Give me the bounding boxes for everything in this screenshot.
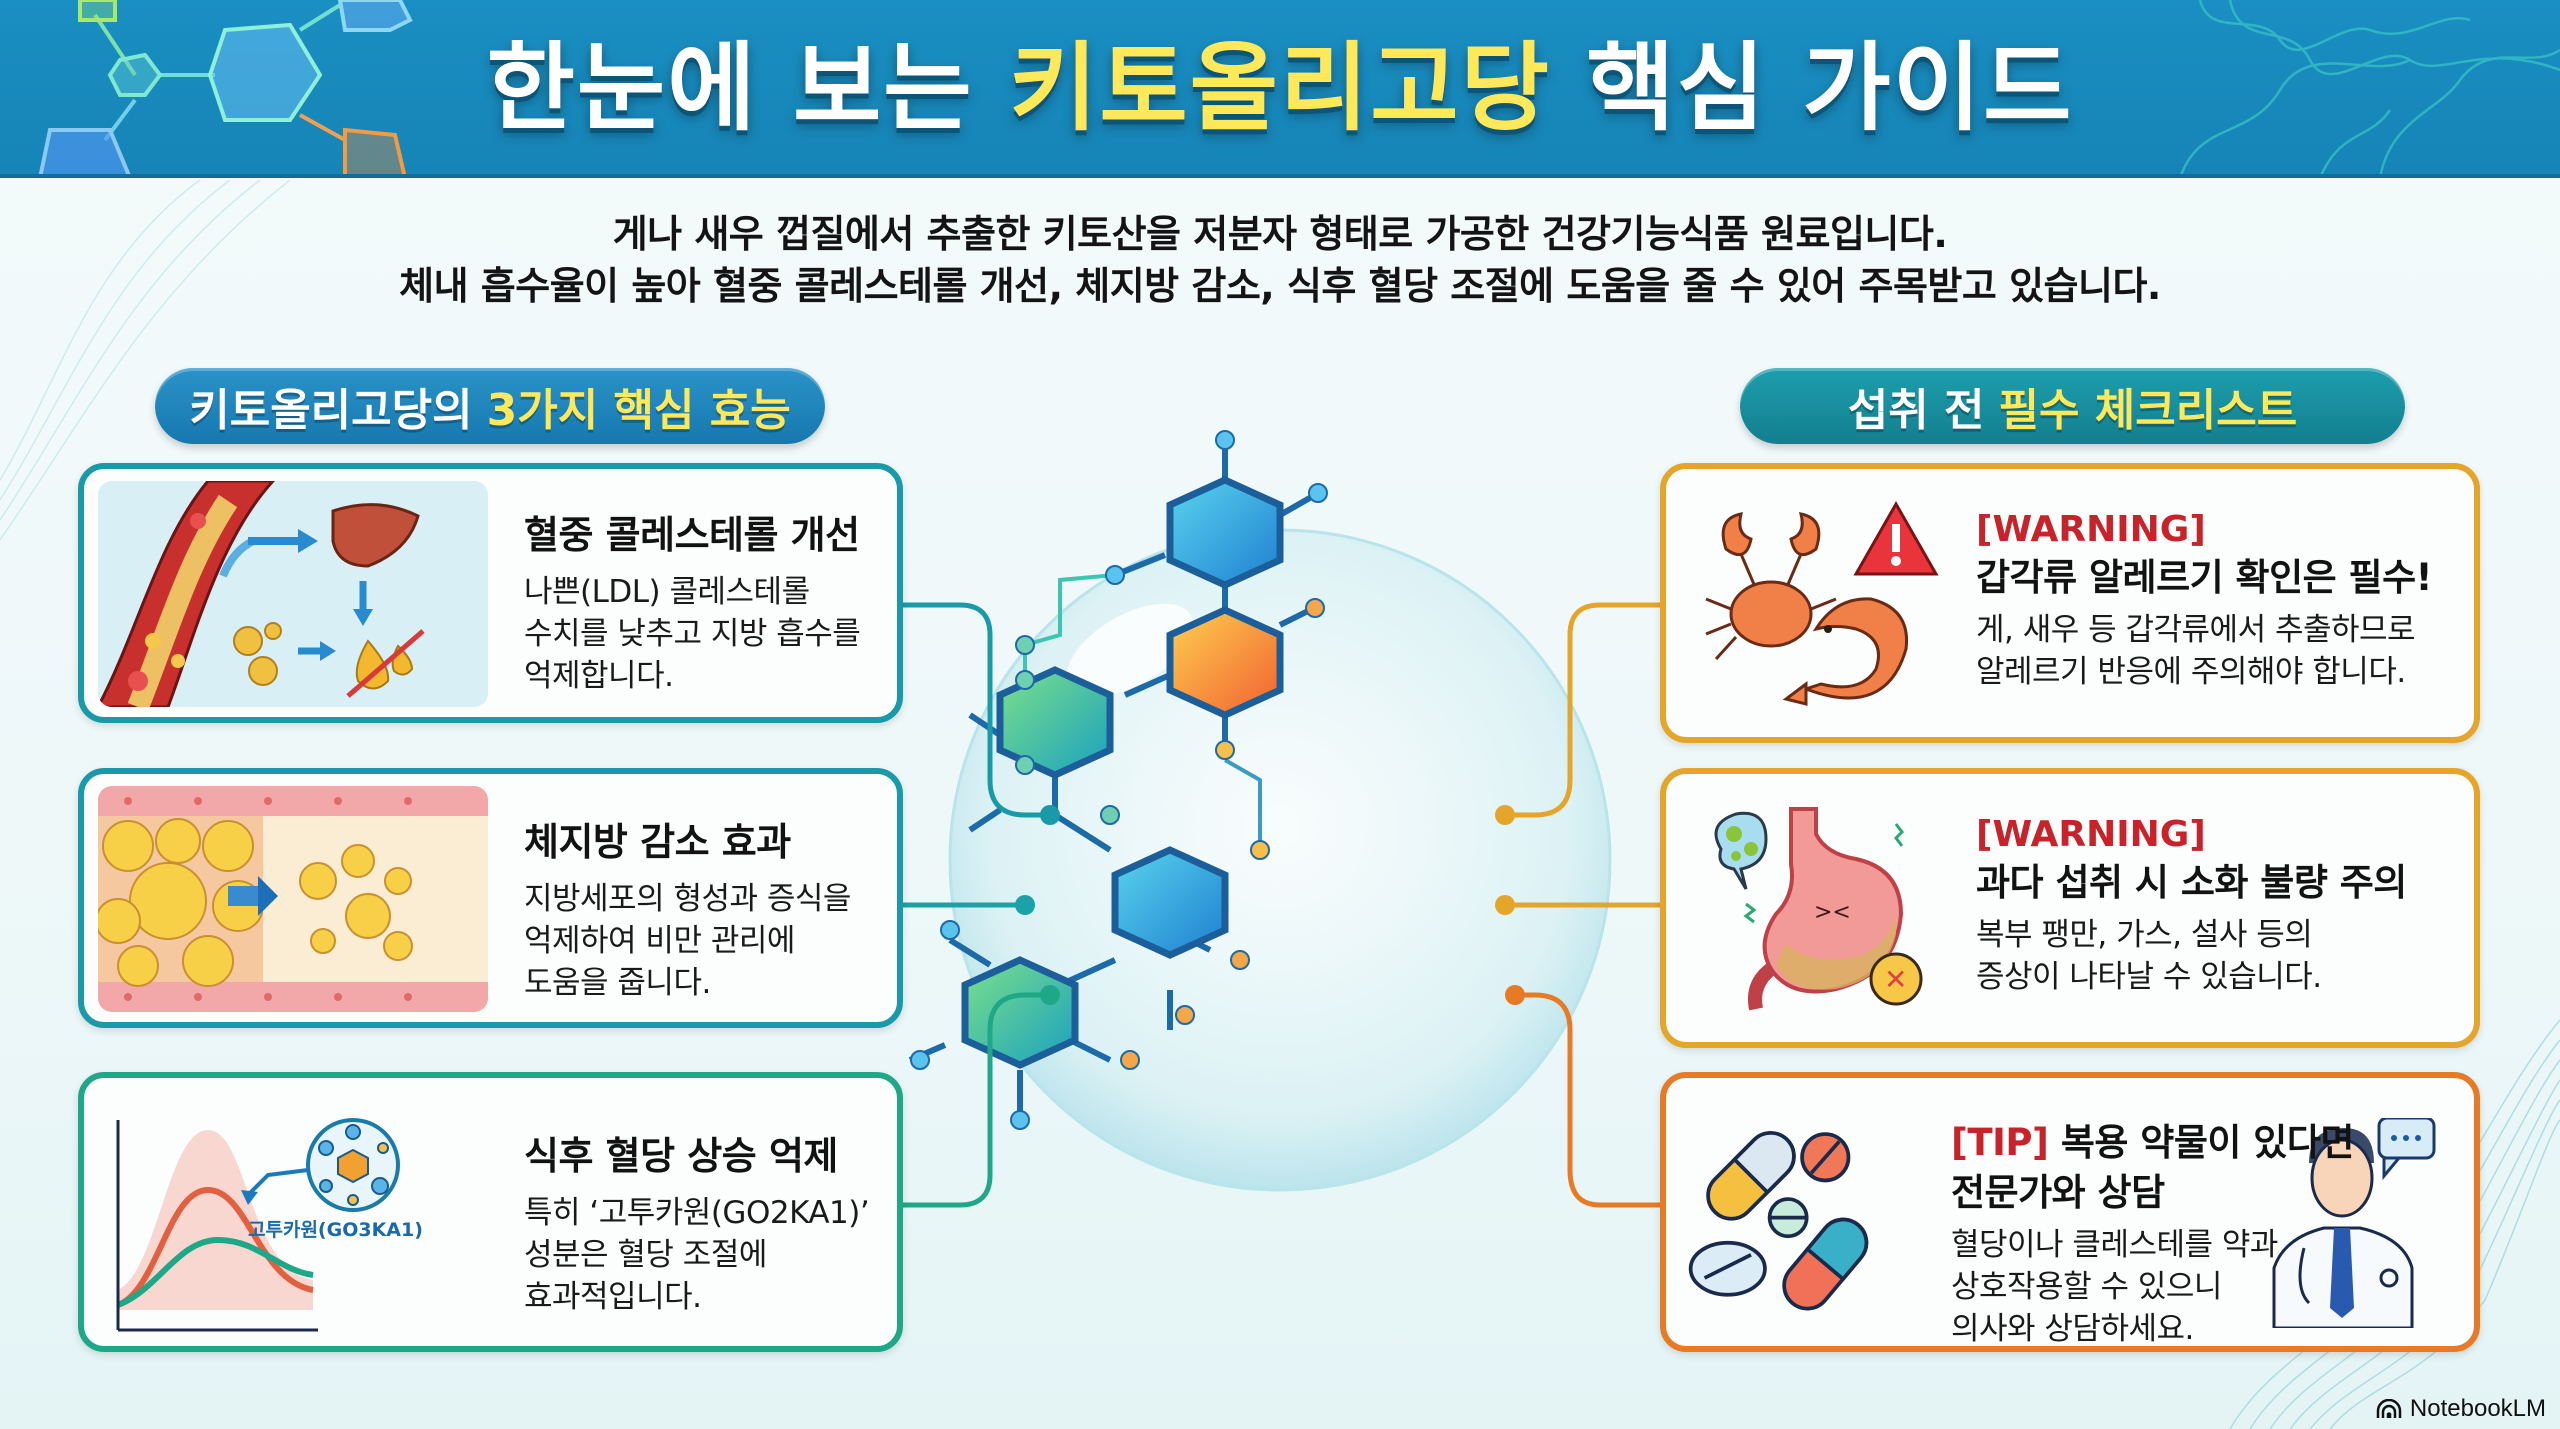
benefit-text: 체지방 감소 효과 지방세포의 형성과 증식을 억제하여 비만 관리에 도움을 …	[524, 816, 894, 1004]
benefit-card-body-fat: 체지방 감소 효과 지방세포의 형성과 증식을 억제하여 비만 관리에 도움을 …	[78, 768, 903, 1028]
benefit-body: 나쁜(LDL) 콜레스테롤 수치를 낮추고 지방 흡수를 억제합니다.	[524, 571, 894, 697]
checklist-card-indigestion: >< ✕ [WARNING] 과다 섭취 시 소화 불량 주의 복부 팽만, 가…	[1660, 768, 2480, 1048]
svg-text:><: ><	[1814, 900, 1851, 925]
body-line: 수치를 낮추고 지방 흡수를	[524, 616, 861, 652]
doctor-icon	[2272, 1118, 2436, 1328]
blood-sugar-chart-icon	[116, 1118, 400, 1332]
notebooklm-logo-icon	[2376, 1399, 2402, 1418]
molecule-decoration-icon	[38, 0, 413, 174]
checklist-header-prefix: 섭취 전	[1847, 385, 1985, 436]
upset-stomach-icon: >< ✕	[1714, 807, 1923, 1011]
body-line: 지방세포의 형성과 증식을	[524, 881, 851, 917]
pills-icon	[1688, 1131, 1869, 1311]
body-line: 혈당이나 클레스테를 약과	[1951, 1227, 2278, 1263]
body-line: 복부 팽만, 가스, 설사 등의	[1976, 917, 2313, 953]
benefits-header-prefix: 키토올리고당의	[189, 385, 473, 436]
body-line: 증상이 나타날 수 있습니다.	[1976, 959, 2322, 995]
body-line: 알레르기 반응에 주의해야 합니다.	[1976, 654, 2406, 690]
checklist-section-header: 섭취 전 필수 체크리스트	[1740, 368, 2405, 444]
body-line: 게, 새우 등 갑각류에서 추출하므로	[1976, 612, 2416, 648]
benefit-title: 식후 혈당 상승 억제	[524, 1134, 838, 1178]
body-line: 의사와 상담하세요.	[1951, 1311, 2194, 1347]
benefit-card-blood-sugar: 고투카원(GO3KA1) 식후 혈당 상승 억제 특히 ‘고투카원(GO2KA1…	[78, 1072, 903, 1352]
title-prefix: 한눈에 보는	[486, 32, 1010, 144]
checklist-card-medication: [TIP] 복용 약물이 있다면 전문가와 상담 혈당이나 클레스테를 약과 상…	[1660, 1072, 2480, 1352]
crab-shrimp-warning-icon	[1705, 500, 1939, 706]
checklist-text: [WARNING] 갑각류 알레르기 확인은 필수! 게, 새우 등 갑각류에서…	[1976, 507, 2466, 693]
blood-vessel-liver-icon	[98, 481, 488, 707]
fat-cells-icon	[98, 786, 488, 1012]
warning-tag: [WARNING]	[1976, 814, 2206, 855]
benefit-text: 혈중 콜레스테롤 개선 나쁜(LDL) 콜레스테롤 수치를 낮추고 지방 흡수를…	[524, 509, 894, 697]
benefit-text: 식후 혈당 상승 억제 특히 ‘고투카원(GO2KA1)’ 성분은 혈당 조절에…	[524, 1130, 894, 1318]
body-line: 억제합니다.	[524, 658, 674, 694]
svg-text:✕: ✕	[1884, 963, 1907, 996]
body-line: 나쁜(LDL) 콜레스테롤	[524, 574, 810, 610]
molecule-illustration	[908, 430, 1612, 1192]
page-title: 한눈에 보는 키토올리고당 핵심 가이드	[0, 28, 2560, 148]
benefits-section-header: 키토올리고당의 3가지 핵심 효능	[155, 368, 825, 444]
benefit-title: 혈중 콜레스테롤 개선	[524, 513, 860, 557]
body-line: 억제하여 비만 관리에	[524, 923, 795, 959]
body-line: 성분은 혈당 조절에	[524, 1237, 767, 1273]
blood-sugar-curve-icon: 고투카원(GO3KA1)	[98, 1090, 498, 1340]
checklist-body: 게, 새우 등 갑각류에서 추출하므로 알레르기 반응에 주의해야 합니다.	[1976, 609, 2466, 693]
benefit-body: 특히 ‘고투카원(GO2KA1)’ 성분은 혈당 조절에 효과적입니다.	[524, 1192, 894, 1318]
brand-name: NotebookLM	[2409, 1395, 2546, 1422]
intro-text: 게나 새우 껍질에서 추출한 키토산을 저분자 형태로 가공한 건강기능식품 원…	[0, 208, 2560, 312]
checklist-body: 복부 팽만, 가스, 설사 등의 증상이 나타날 수 있습니다.	[1976, 914, 2466, 998]
ingredient-label: 고투카원(GO3KA1)	[248, 1219, 423, 1241]
checklist-title: [TIP] 복용 약물이 있다면	[1951, 1118, 2391, 1168]
checklist-text: [TIP] 복용 약물이 있다면 전문가와 상담 혈당이나 클레스테를 약과 상…	[1951, 1118, 2391, 1350]
intro-line-2: 체내 흡수율이 높아 혈중 콜레스테롤 개선, 체지방 감소, 식후 혈당 조절…	[399, 264, 2161, 308]
body-line: 효과적입니다.	[524, 1279, 702, 1315]
checklist-title: 갑각류 알레르기 확인은 필수!	[1976, 556, 2433, 599]
benefit-body: 지방세포의 형성과 증식을 억제하여 비만 관리에 도움을 줍니다.	[524, 878, 894, 1004]
body-line: 도움을 줍니다.	[524, 965, 711, 1001]
checklist-header-highlight: 필수 체크리스트	[1998, 385, 2298, 436]
title-banner: 한눈에 보는 키토올리고당 핵심 가이드	[0, 0, 2560, 178]
checklist-title: 과다 섭취 시 소화 불량 주의	[1976, 861, 2407, 904]
warning-tag: [WARNING]	[1976, 509, 2206, 550]
tip-tag: [TIP]	[1951, 1121, 2049, 1164]
body-line: 특히 ‘고투카원(GO2KA1)’	[524, 1195, 870, 1231]
checklist-card-allergy: [WARNING] 갑각류 알레르기 확인은 필수! 게, 새우 등 갑각류에서…	[1660, 463, 2480, 743]
title-line: 복용 약물이 있다면	[2060, 1121, 2355, 1164]
intro-line-1: 게나 새우 껍질에서 추출한 키토산을 저분자 형태로 가공한 건강기능식품 원…	[612, 212, 1948, 256]
benefit-title: 체지방 감소 효과	[524, 820, 791, 864]
body-line: 상호작용할 수 있으니	[1951, 1269, 2222, 1305]
title-highlight: 키토올리고당	[1009, 32, 1551, 144]
checklist-text: [WARNING] 과다 섭취 시 소화 불량 주의 복부 팽만, 가스, 설사…	[1976, 812, 2466, 998]
title-line: 전문가와 상담	[1951, 1171, 2165, 1214]
benefits-header-highlight: 3가지 핵심 효능	[486, 385, 791, 436]
notebooklm-watermark: NotebookLM	[2376, 1395, 2546, 1423]
wave-decoration-icon	[2180, 0, 2560, 174]
title-suffix: 핵심 가이드	[1550, 32, 2074, 144]
checklist-body: 혈당이나 클레스테를 약과 상호작용할 수 있으니 의사와 상담하세요.	[1951, 1224, 2391, 1350]
benefit-card-cholesterol: 혈중 콜레스테롤 개선 나쁜(LDL) 콜레스테롤 수치를 낮추고 지방 흡수를…	[78, 463, 903, 723]
